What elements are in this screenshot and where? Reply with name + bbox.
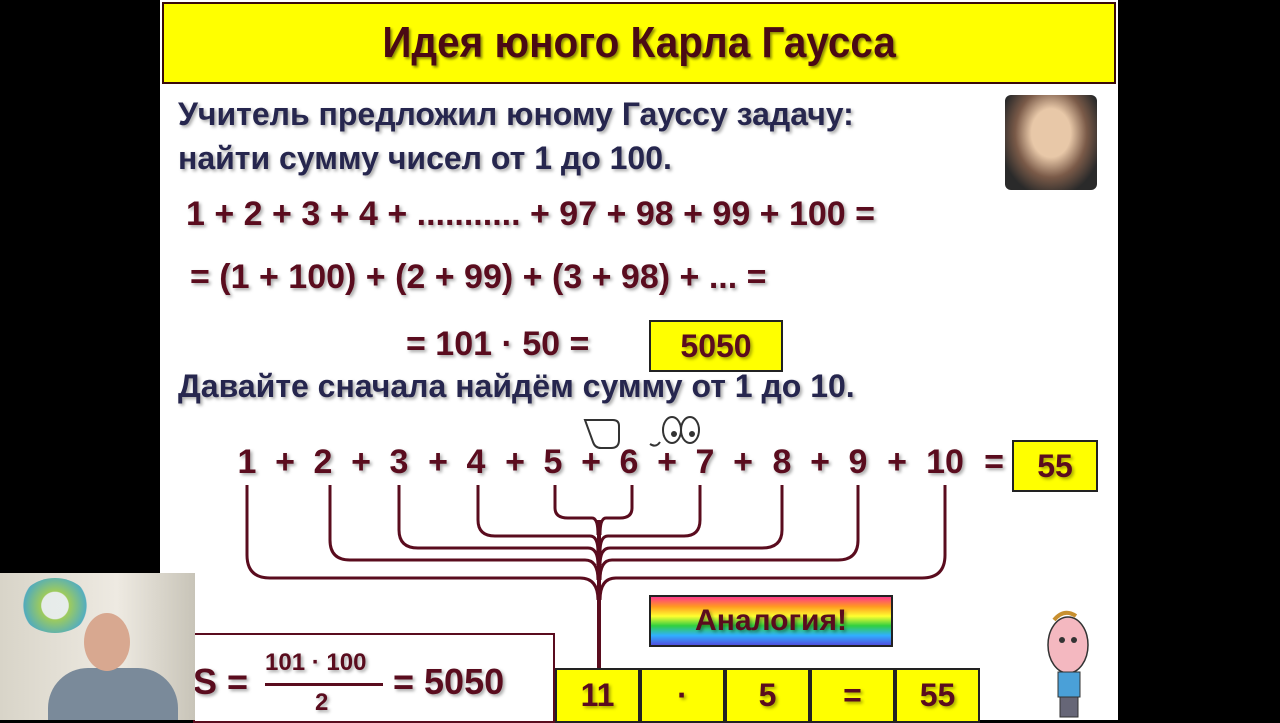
bottom-box-text: 55	[919, 677, 956, 713]
plus-sign: +	[810, 443, 830, 481]
term: 10	[926, 443, 964, 481]
arc-2-9	[328, 485, 860, 581]
bottom-box-text: ·	[677, 677, 688, 713]
term: 1	[237, 443, 257, 481]
bottom-box-text: =	[843, 677, 862, 713]
plus-sign: +	[733, 443, 753, 481]
plus-sign: +	[581, 443, 601, 481]
fraction-bar	[265, 683, 383, 686]
slide-title: Идея юного Карла Гаусса	[382, 18, 896, 67]
bottom-box: 55	[895, 668, 980, 723]
bottom-box: 5	[725, 668, 810, 723]
term: 5	[543, 443, 563, 481]
formula-lhs: S =	[193, 661, 249, 702]
analogy-label: Аналогия!	[695, 604, 847, 637]
bottom-box: 11	[555, 668, 640, 723]
equation-3: = 101 · 50 =	[406, 325, 590, 363]
logo-icon	[20, 578, 90, 633]
arc-3-8	[397, 485, 784, 566]
pointing-hand-eyes-icon	[583, 416, 700, 449]
bottom-box: =	[810, 668, 895, 723]
result-5050-box: 5050	[649, 320, 783, 372]
formula-box: S = 101 · 100 2 = 5050	[193, 633, 555, 723]
thinking-boy-cartoon	[1047, 610, 1089, 718]
term: 8	[772, 443, 792, 481]
formula-rhs: = 5050	[393, 661, 505, 702]
formula-numerator: 101 · 100	[265, 649, 367, 676]
plus-sign: +	[351, 443, 371, 481]
equation-2: = (1 + 100) + (2 + 99) + (3 + 98) + ... …	[190, 258, 767, 296]
arc-1-10	[245, 485, 947, 601]
gauss-portrait	[1005, 95, 1097, 190]
bottom-boxes: 11 · 5 = 55	[555, 668, 980, 723]
small-sum-result: 55	[1037, 447, 1073, 484]
analogy-banner: Аналогия!	[649, 595, 893, 647]
presenter-head	[84, 613, 130, 671]
bottom-box-text: 11	[580, 677, 615, 713]
plus-sign: +	[428, 443, 448, 481]
term: 2	[313, 443, 333, 481]
equals-sign: =	[984, 443, 1004, 481]
bottom-box: ·	[640, 668, 725, 723]
term: 3	[389, 443, 409, 481]
plus-sign: +	[505, 443, 525, 481]
bottom-box-text: 5	[758, 677, 777, 713]
presenter-body	[48, 668, 178, 720]
term: 6	[619, 443, 639, 481]
formula-denominator: 2	[315, 689, 329, 716]
presenter-webcam	[0, 573, 195, 720]
plus-sign: +	[657, 443, 677, 481]
small-sum-result-box: 55	[1012, 440, 1098, 492]
result-5050: 5050	[680, 327, 752, 364]
intro-line-2: найти сумму чисел от 1 до 100.	[178, 140, 672, 176]
term: 4	[466, 443, 486, 481]
intro-line-1: Учитель предложил юному Гауссу задачу:	[178, 96, 854, 132]
equation-1: 1 + 2 + 3 + 4 + ........... + 97 + 98 + …	[186, 195, 876, 233]
arc-5-6	[553, 485, 634, 536]
term: 7	[695, 443, 715, 481]
slide	[160, 0, 1118, 720]
plus-sign: +	[275, 443, 295, 481]
prompt-text: Давайте сначала найдём сумму от 1 до 10.	[178, 368, 855, 404]
term: 9	[848, 443, 868, 481]
title-bar: Идея юного Карла Гаусса	[162, 2, 1116, 84]
plus-sign: +	[887, 443, 907, 481]
